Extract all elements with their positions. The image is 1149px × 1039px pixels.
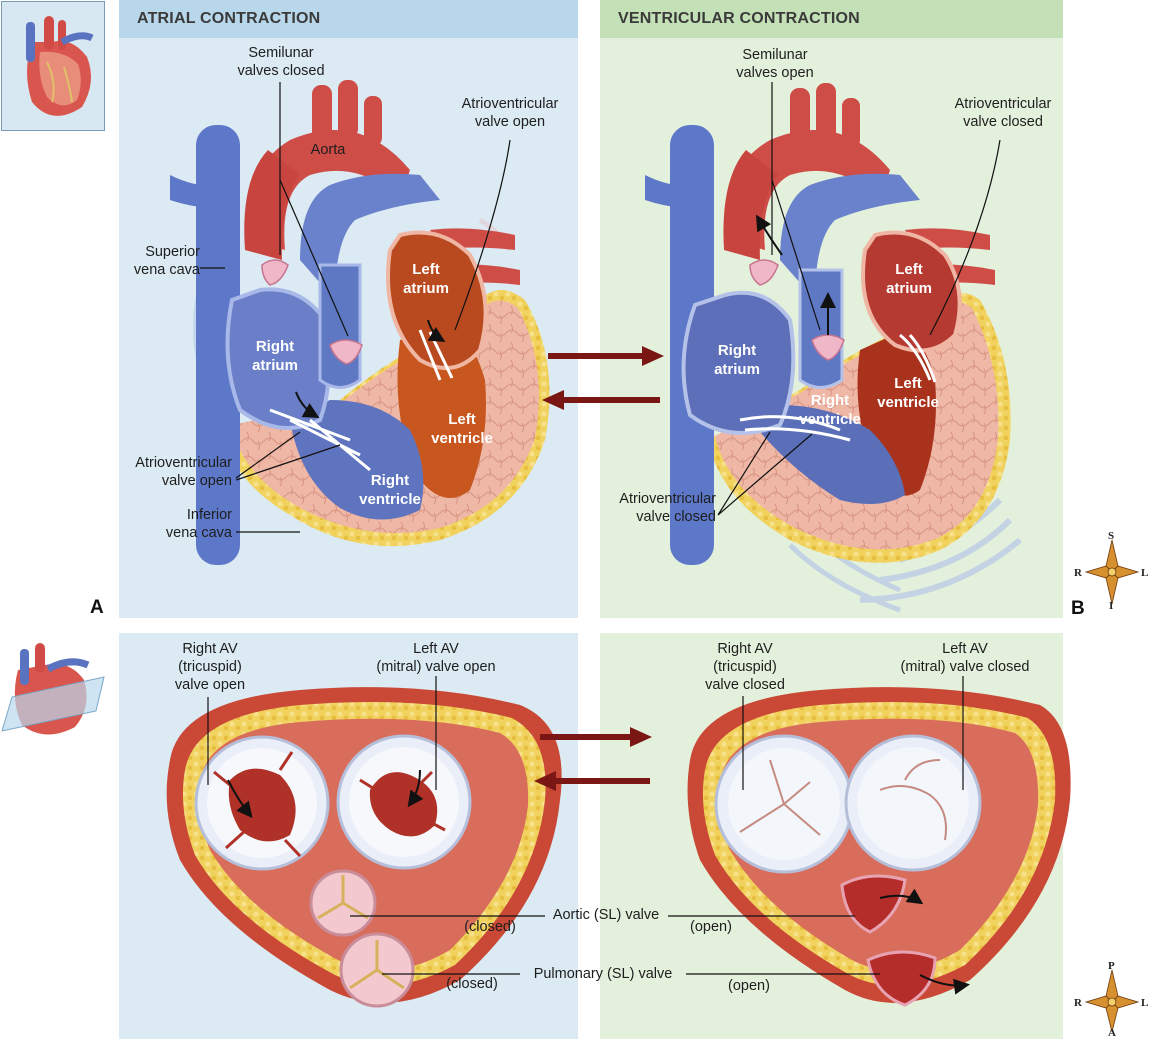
thumbnail-heart-bottom	[0, 635, 108, 745]
compass-rose-icon	[1084, 539, 1140, 605]
compass-label-inferior: I	[1109, 600, 1114, 612]
figure-letter-b: B	[1071, 598, 1085, 619]
label-av-valve-open-top: Atrioventricular valve open	[461, 96, 559, 130]
compass-label-right: R	[1074, 997, 1082, 1009]
compass-label-posterior: P	[1108, 960, 1115, 972]
label-aortic-open: (open)	[690, 919, 732, 935]
label-pulmonary-closed: (closed)	[446, 976, 498, 992]
panel-title-atrial: ATRIAL CONTRACTION	[137, 10, 321, 27]
label-left-av-mitral-open: Left AV (mitral) valve open	[376, 641, 496, 675]
label-inferior-vena-cava: Inferior vena cava	[165, 507, 232, 541]
label-left-ventricle: Left ventricle	[431, 411, 493, 447]
compass-posterior-anterior: P A R L	[1074, 960, 1149, 1039]
compass-label-left: L	[1141, 567, 1149, 579]
label-aorta: Aorta	[310, 142, 346, 158]
compass-rose-icon	[1084, 969, 1140, 1033]
label-pulmonary-sl-valve: Pulmonary (SL) valve	[533, 966, 673, 982]
label-av-valve-closed-bottom: Atrioventricular valve closed	[619, 491, 716, 525]
label-av-valve-open-bottom: Atrioventricular valve open	[135, 455, 232, 489]
label-superior-vena-cava: Superior vena cava	[133, 244, 200, 278]
label-left-ventricle-b: Left ventricle	[877, 375, 939, 411]
figure-letter-a: A	[90, 597, 104, 618]
label-right-atrium-b: Right atrium	[714, 342, 760, 378]
heart-section-plane-icon	[1, 643, 105, 735]
heart-thumbnail-icon	[26, 16, 94, 116]
compass-label-anterior: A	[1108, 1027, 1116, 1039]
label-aortic-sl-valve: Aortic (SL) valve	[552, 907, 660, 923]
panel-title-ventricular: VENTRICULAR CONTRACTION	[618, 10, 860, 27]
label-right-ventricle: Right ventricle	[359, 472, 421, 508]
label-semilunar-closed: Semilunar valves closed	[237, 45, 325, 79]
label-pulmonary-open: (open)	[728, 978, 770, 994]
label-aortic-closed: (closed)	[464, 919, 516, 935]
label-av-valve-closed-top: Atrioventricular valve closed	[954, 96, 1052, 130]
compass-label-left: L	[1141, 997, 1149, 1009]
thumbnail-heart-top	[1, 1, 105, 131]
label-left-atrium: Left atrium	[403, 261, 449, 297]
compass-label-right: R	[1074, 567, 1082, 579]
compass-label-superior: S	[1108, 530, 1115, 542]
label-left-av-mitral-closed: Left AV (mitral) valve closed	[900, 641, 1030, 675]
compass-superior-inferior: S I R L	[1074, 530, 1149, 612]
label-right-av-tricuspid-open: Right AV (tricuspid) valve open	[174, 641, 246, 693]
label-right-atrium: Right atrium	[252, 338, 298, 374]
label-right-av-tricuspid-closed: Right AV (tricuspid) valve closed	[705, 641, 785, 693]
label-right-ventricle-b: Right ventricle	[799, 392, 861, 428]
label-semilunar-open: Semilunar valves open	[736, 47, 814, 81]
panel-header: ATRIAL CONTRACTION	[119, 0, 578, 38]
panel-header: VENTRICULAR CONTRACTION	[600, 0, 1063, 38]
label-left-atrium-b: Left atrium	[886, 261, 932, 297]
